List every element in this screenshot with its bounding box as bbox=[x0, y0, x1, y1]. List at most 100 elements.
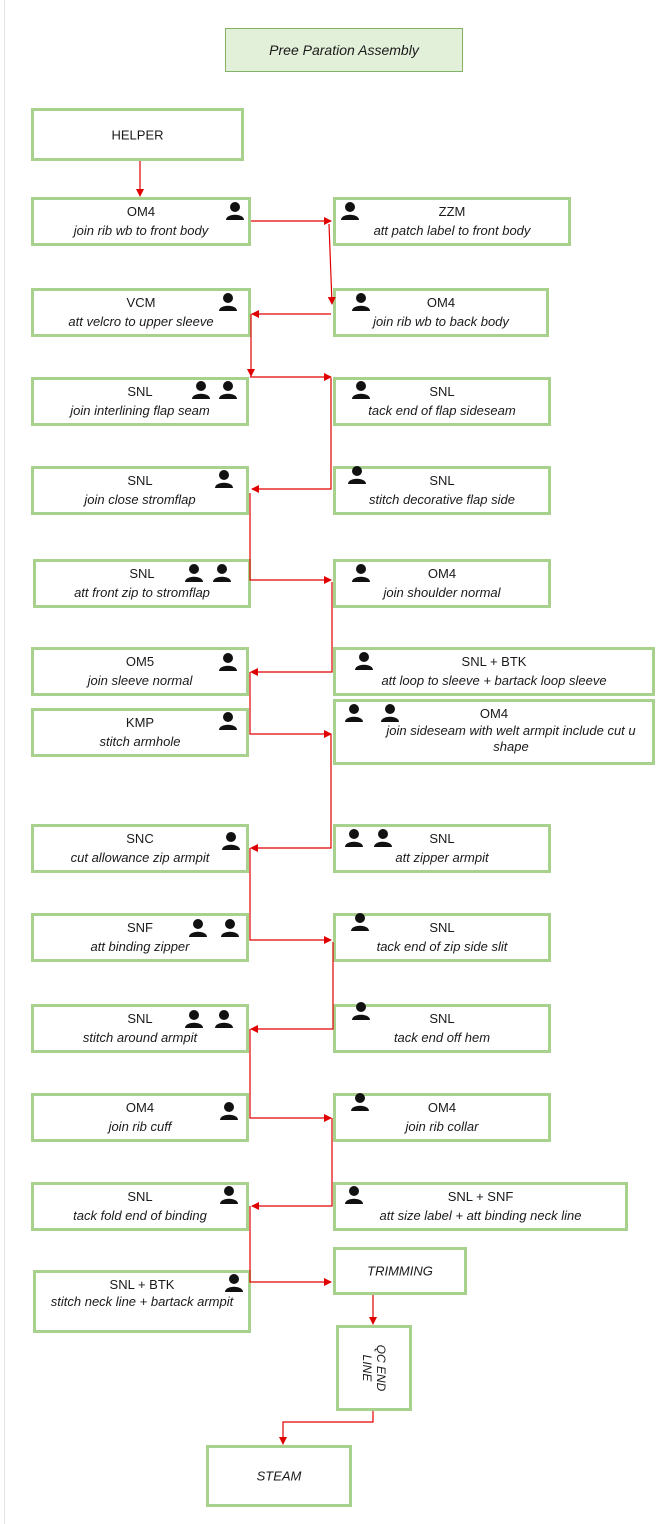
step-code: SNL + BTK bbox=[461, 654, 527, 669]
person-icon bbox=[350, 912, 370, 931]
page-edge bbox=[4, 0, 5, 1524]
qc-end-line-box: QC END LINE bbox=[336, 1325, 412, 1411]
step-task: tack end off hem bbox=[393, 1030, 491, 1045]
trimming-box: TRIMMING bbox=[333, 1247, 467, 1295]
helper-label: HELPER bbox=[111, 127, 164, 142]
step-task: join close stromflap bbox=[84, 492, 196, 507]
step-code: SNL bbox=[429, 1011, 455, 1026]
person-icon bbox=[225, 201, 245, 220]
right-step-1: ZZM att patch label to front body bbox=[333, 197, 571, 246]
diagram-title: Pree Paration Assembly bbox=[225, 28, 463, 72]
left-step-13: SNL + BTK stitch neck line + bartack arm… bbox=[33, 1270, 251, 1333]
person-icon bbox=[214, 1009, 234, 1028]
step-code: SNC bbox=[126, 831, 154, 846]
person-icon bbox=[380, 703, 400, 722]
person-icon bbox=[219, 1185, 239, 1204]
person-icon bbox=[219, 1101, 239, 1120]
step-task: join rib wb to back body bbox=[373, 314, 509, 329]
step-code: OM4 bbox=[427, 1100, 457, 1115]
step-task: stitch decorative flap side bbox=[369, 492, 515, 507]
step-task: join shoulder normal bbox=[383, 585, 501, 600]
step-code: SNL bbox=[429, 473, 455, 488]
step-code: OM4 bbox=[427, 566, 457, 581]
step-task: join rib wb to front body bbox=[73, 223, 209, 238]
right-step-5: OM4 join shoulder normal bbox=[333, 559, 551, 608]
right-step-2: OM4 join rib wb to back body bbox=[333, 288, 549, 337]
step-task: att zipper armpit bbox=[395, 850, 489, 865]
left-step-8: SNC cut allowance zip armpit bbox=[31, 824, 249, 873]
step-task: att size label + att binding neck line bbox=[379, 1208, 582, 1223]
left-step-6: OM5 join sleeve normal bbox=[31, 647, 249, 696]
step-code: OM4 bbox=[426, 295, 456, 310]
person-icon bbox=[188, 918, 208, 937]
person-icon bbox=[218, 292, 238, 311]
right-step-11: OM4 join rib collar bbox=[333, 1093, 551, 1142]
person-icon bbox=[184, 1009, 204, 1028]
step-code: SNL bbox=[127, 473, 153, 488]
person-icon bbox=[344, 703, 364, 722]
person-icon bbox=[218, 380, 238, 399]
step-code: VCM bbox=[126, 295, 156, 310]
step-task: att patch label to front body bbox=[373, 223, 531, 238]
person-icon bbox=[214, 469, 234, 488]
step-task: stitch armhole bbox=[99, 734, 181, 749]
person-icon bbox=[221, 831, 241, 850]
step-code: SNL bbox=[127, 384, 153, 399]
person-icon bbox=[347, 465, 367, 484]
step-task: tack end of flap sideseam bbox=[368, 403, 516, 418]
step-code: SNL + BTK bbox=[109, 1277, 175, 1292]
step-task: join sideseam with welt armpit include c… bbox=[386, 723, 636, 754]
step-code: ZZM bbox=[438, 204, 466, 219]
step-code: SNL bbox=[129, 566, 155, 581]
person-icon bbox=[224, 1273, 244, 1292]
right-step-6: SNL + BTK att loop to sleeve + bartack l… bbox=[333, 647, 655, 696]
left-step-10: SNL stitch around armpit bbox=[31, 1004, 249, 1053]
person-icon bbox=[191, 380, 211, 399]
person-icon bbox=[344, 1185, 364, 1204]
left-step-1: OM4 join rib wb to front body bbox=[31, 197, 251, 246]
helper-box: HELPER bbox=[31, 108, 244, 161]
right-step-9: SNL tack end of zip side slit bbox=[333, 913, 551, 962]
step-task: att front zip to stromflap bbox=[74, 585, 210, 600]
person-icon bbox=[220, 918, 240, 937]
left-step-7: KMP stitch armhole bbox=[31, 708, 249, 757]
left-step-2: VCM att velcro to upper sleeve bbox=[31, 288, 251, 337]
step-task: stitch around armpit bbox=[82, 1030, 198, 1045]
step-task: tack end of zip side slit bbox=[376, 939, 508, 954]
step-task: join sleeve normal bbox=[87, 673, 193, 688]
step-task: stitch neck line + bartack armpit bbox=[50, 1294, 234, 1309]
right-step-12: SNL + SNF att size label + att binding n… bbox=[333, 1182, 628, 1231]
left-step-5: SNL att front zip to stromflap bbox=[33, 559, 251, 608]
trimming-label: TRIMMING bbox=[367, 1263, 433, 1279]
steam-label: STEAM bbox=[256, 1468, 302, 1484]
step-task: join interlining flap seam bbox=[70, 403, 210, 418]
left-step-3: SNL join interlining flap seam bbox=[31, 377, 249, 426]
step-code: SNL bbox=[127, 1011, 153, 1026]
left-step-12: SNL tack fold end of binding bbox=[31, 1182, 249, 1231]
person-icon bbox=[351, 563, 371, 582]
person-icon bbox=[212, 563, 232, 582]
person-icon bbox=[344, 828, 364, 847]
step-code: SNF bbox=[127, 920, 153, 935]
person-icon bbox=[373, 828, 393, 847]
person-icon bbox=[351, 380, 371, 399]
steam-box: STEAM bbox=[206, 1445, 352, 1507]
step-code: SNL bbox=[429, 384, 455, 399]
person-icon bbox=[218, 652, 238, 671]
left-step-9: SNF att binding zipper bbox=[31, 913, 249, 962]
right-step-3: SNL tack end of flap sideseam bbox=[333, 377, 551, 426]
step-task: join rib collar bbox=[405, 1119, 479, 1134]
person-icon bbox=[351, 292, 371, 311]
person-icon bbox=[184, 563, 204, 582]
step-code: SNL bbox=[429, 831, 455, 846]
step-code: OM4 bbox=[479, 706, 509, 721]
right-step-10: SNL tack end off hem bbox=[333, 1004, 551, 1053]
step-code: SNL + SNF bbox=[447, 1189, 514, 1204]
person-icon bbox=[351, 1001, 371, 1020]
step-code: KMP bbox=[125, 715, 155, 730]
step-code: OM5 bbox=[125, 654, 155, 669]
person-icon bbox=[340, 201, 360, 220]
step-code: SNL bbox=[429, 920, 455, 935]
step-code: OM4 bbox=[125, 1100, 155, 1115]
